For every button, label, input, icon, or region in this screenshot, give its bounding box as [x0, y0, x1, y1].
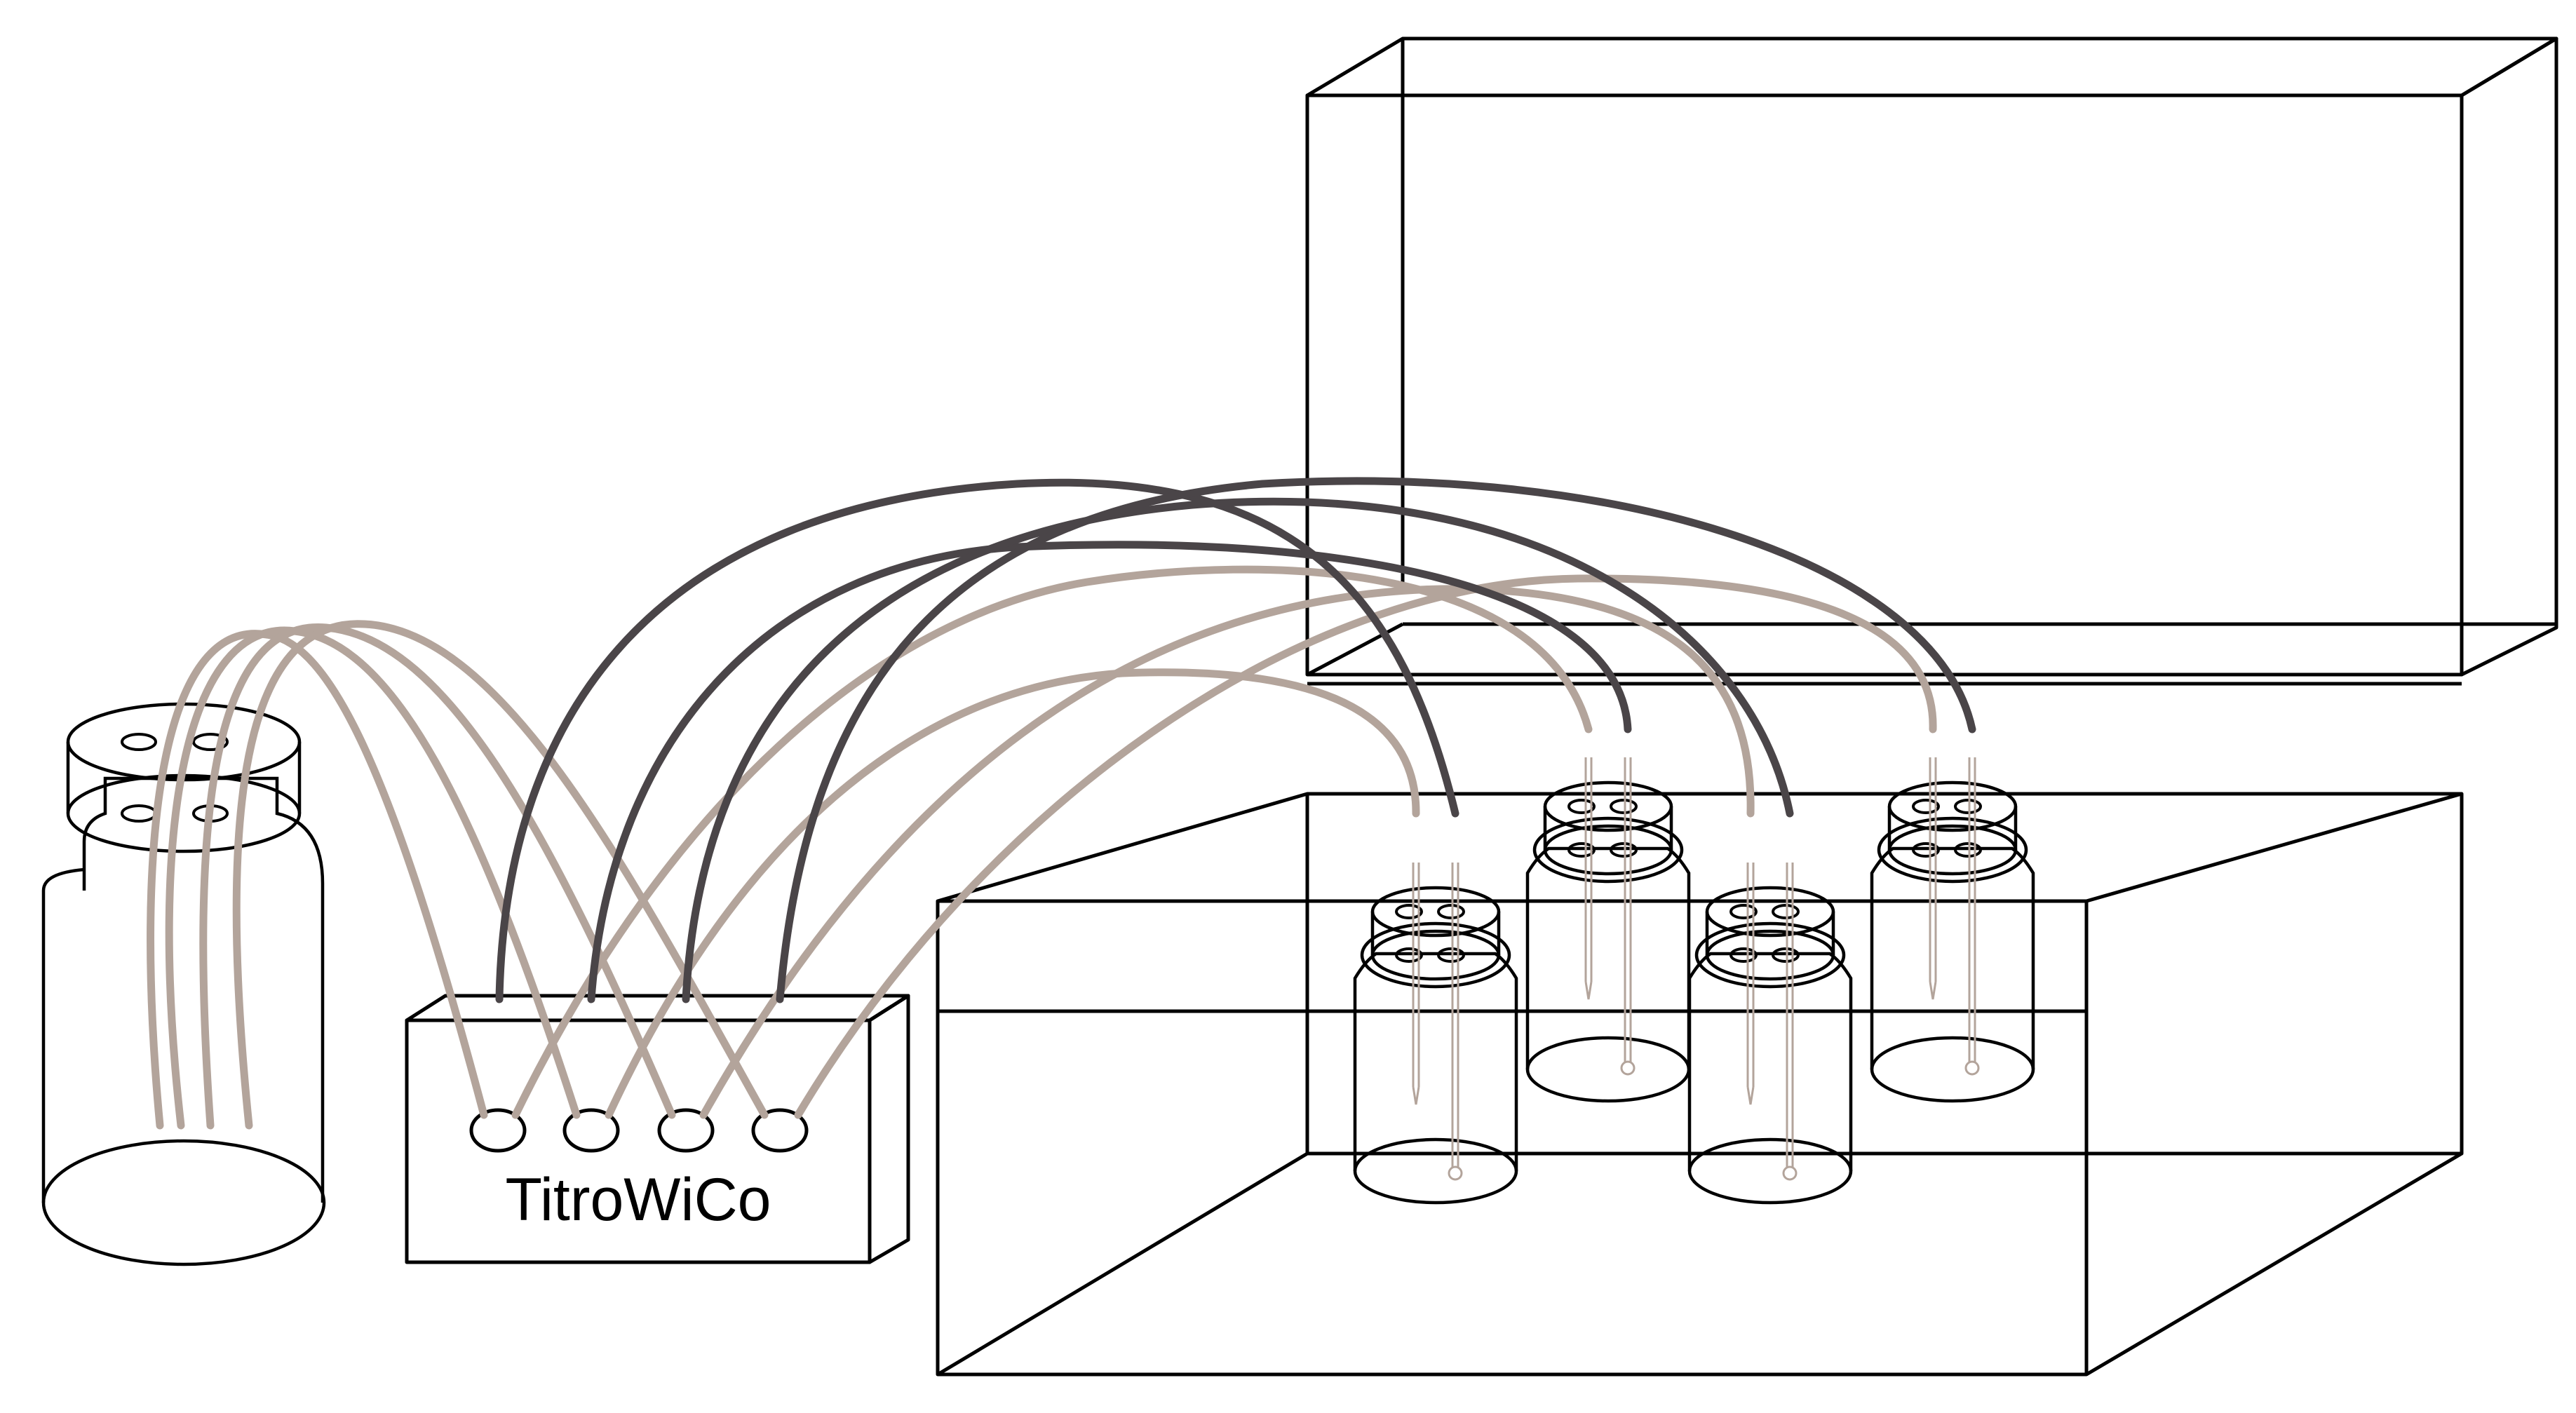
- enclosure-base: [936, 792, 2464, 1377]
- device-label: TitroWiCo: [505, 1166, 771, 1233]
- sensor-cable-1: [495, 478, 1459, 1003]
- sample-vial-2: [1525, 757, 1691, 1103]
- dosing-tube-2: [605, 668, 1420, 1119]
- tubing: [147, 477, 1976, 1130]
- dosing-tube-1: [511, 565, 1593, 1119]
- titrant-tube-4: [232, 620, 769, 1130]
- sensor-cable-2: [587, 541, 1632, 1003]
- device-port-4: [751, 1108, 809, 1153]
- titrowico-device: TitroWiCo: [405, 994, 910, 1264]
- sample-vial-1: [1353, 863, 1518, 1205]
- dosing-tube-4: [794, 574, 1937, 1119]
- device-port-2: [562, 1108, 620, 1153]
- titrant-bottle: [41, 702, 326, 1266]
- sample-vial-4: [1870, 757, 2035, 1103]
- titrant-tube-3: [199, 623, 676, 1130]
- sensor-cable-4: [776, 477, 1976, 1003]
- device-port-1: [469, 1108, 527, 1153]
- dosing-tube-3: [699, 585, 1755, 1119]
- sensor-cable-3: [682, 497, 1794, 1003]
- device-port-3: [657, 1108, 715, 1153]
- sample-vials: [1353, 757, 2035, 1205]
- sample-vial-3: [1687, 863, 1853, 1205]
